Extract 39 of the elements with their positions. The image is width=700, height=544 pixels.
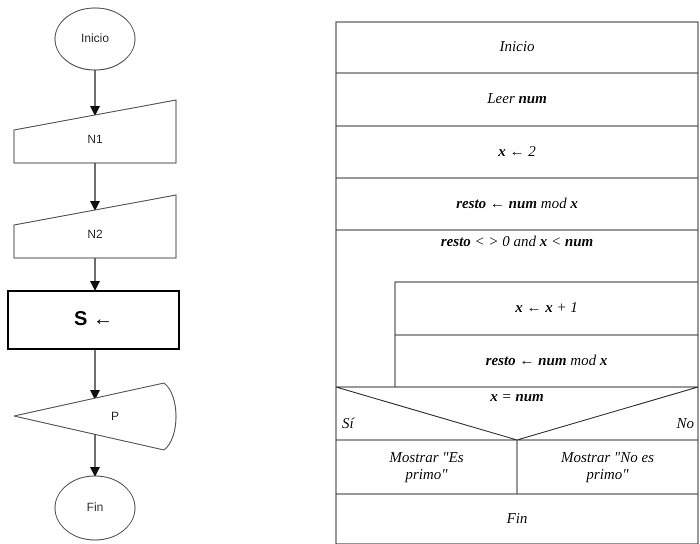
step-label: Leer num xyxy=(486,91,548,108)
step-label: Fin xyxy=(506,510,528,528)
terminal-oval xyxy=(55,476,135,540)
process-row xyxy=(336,494,698,544)
process-row xyxy=(336,22,698,73)
arrow xyxy=(90,163,100,211)
process-row xyxy=(336,440,517,494)
node-label: Fin xyxy=(86,500,104,514)
terminal-oval xyxy=(55,8,135,70)
manual-input-shape xyxy=(14,100,176,163)
node-label: P xyxy=(110,408,120,422)
decision-block xyxy=(336,387,698,440)
arrow xyxy=(90,350,100,400)
step-label: Mostrar "Es primo" xyxy=(388,450,465,484)
node-label: S ← xyxy=(73,308,114,331)
step-label: x ← 2 xyxy=(497,144,537,160)
step-label: resto ← num mod x xyxy=(484,352,608,370)
process-row xyxy=(336,126,698,178)
step-label: x ← x + 1 xyxy=(514,300,579,317)
arrow xyxy=(90,258,100,291)
step-label: resto ← num mod x xyxy=(455,196,579,212)
loop-condition: resto < > 0 and x < num xyxy=(440,234,594,251)
process-row xyxy=(336,73,698,126)
node-label: N1 xyxy=(86,132,104,146)
branch-label: No xyxy=(676,416,694,433)
loop-block xyxy=(336,230,698,387)
process-row xyxy=(336,178,698,230)
node-label: N2 xyxy=(86,226,104,240)
display-shape xyxy=(14,383,176,450)
condition-label: x = num xyxy=(489,389,545,406)
arrow xyxy=(90,434,100,477)
manual-input-shape xyxy=(14,195,176,258)
branch-label: Sí xyxy=(342,416,354,433)
node-label: Inicio xyxy=(80,31,110,45)
arrow xyxy=(90,70,100,116)
step-label: Mostrar "No es primo" xyxy=(560,450,655,484)
step-label: Inicio xyxy=(498,39,536,56)
process-row xyxy=(517,440,698,494)
process-box xyxy=(7,290,180,350)
